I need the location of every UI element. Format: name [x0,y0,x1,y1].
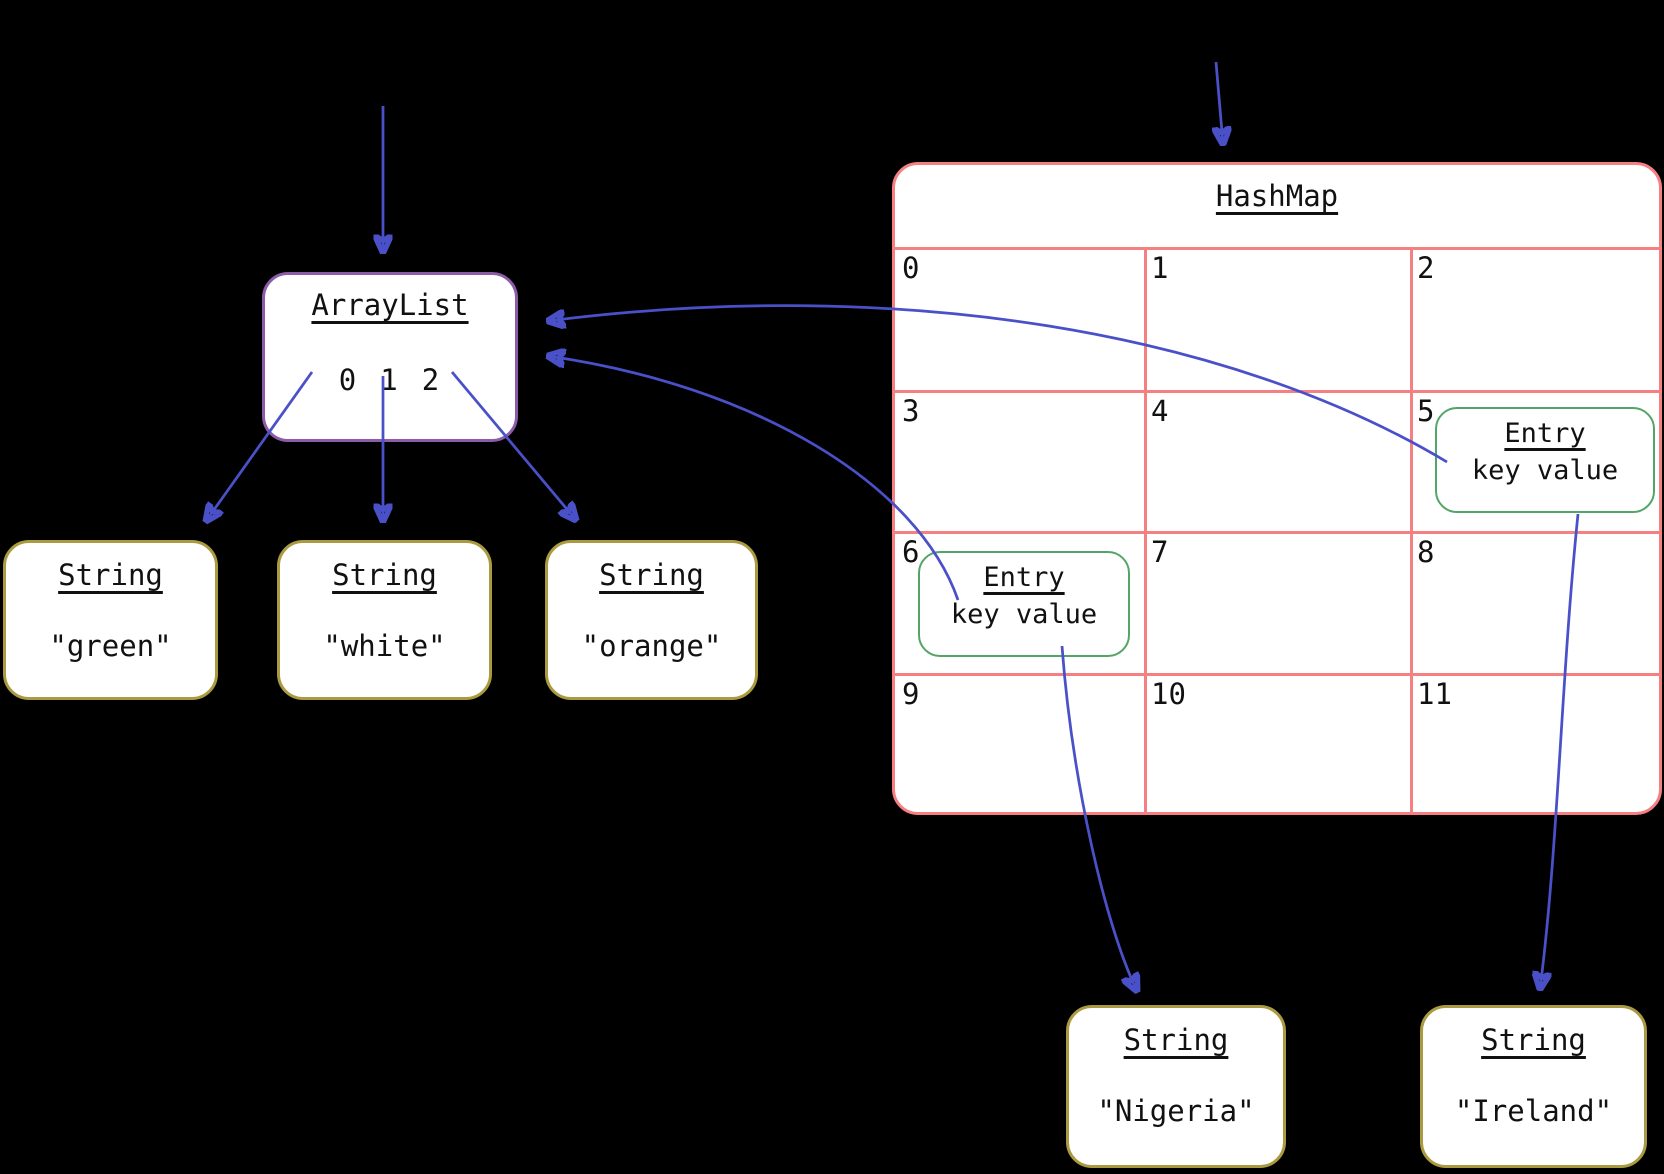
string-title: String [1123,1023,1229,1057]
string-title: String [599,558,704,592]
bucket-label-4: 4 [1151,394,1169,428]
string-box-nigeria: String "Nigeria" [1066,1005,1286,1168]
bucket-label-7: 7 [1151,535,1169,569]
string-value: "Ireland" [1454,1094,1613,1128]
string-value: "green" [49,629,172,663]
string-title: String [58,558,163,592]
string-title: String [1481,1023,1586,1057]
bucket-label-6: 6 [902,535,920,569]
bucket-label-1: 1 [1151,251,1169,285]
arraylist-index-0: 0 [338,363,359,397]
arraylist-index-2: 2 [421,363,442,397]
string-box-orange: String "orange" [545,540,758,700]
string-value: "Nigeria" [1097,1094,1255,1128]
string-box-white: String "white" [277,540,492,700]
bucket-label-8: 8 [1417,535,1435,569]
bucket-label-11: 11 [1417,677,1452,711]
entry-title: Entry [1504,418,1586,449]
bucket-label-3: 3 [902,394,920,428]
bucket-label-10: 10 [1151,677,1186,711]
hashmap-box: HashMap 0 1 2 3 4 5 6 7 8 9 10 11 Entry … [892,162,1662,815]
arraylist-title: ArrayList [311,288,469,322]
bucket-label-2: 2 [1417,251,1435,285]
entry-box-bucket-5: Entry key value [1435,407,1655,513]
entry-key-value: key value [1471,455,1619,486]
hashmap-grid-col-divider [1144,247,1147,812]
arrow-variable-to-hashmap [1216,61,1223,144]
bucket-label-5: 5 [1417,394,1435,428]
hashmap-grid-col-divider [1410,247,1413,812]
string-title: String [332,558,437,592]
string-box-green: String "green" [3,540,218,700]
hashmap-grid-row-divider [895,531,1659,534]
hashmap-title: HashMap [1215,179,1339,213]
hashmap-grid-row-divider [895,390,1659,393]
string-box-ireland: String "Ireland" [1420,1005,1647,1168]
arraylist-index-1: 1 [380,363,400,397]
string-value: "orange" [581,629,722,663]
hashmap-grid-row-divider [895,673,1659,676]
bucket-label-9: 9 [902,677,920,711]
string-value: "white" [323,629,446,663]
entry-box-bucket-6: Entry key value [918,551,1130,657]
entry-key-value: key value [950,599,1098,630]
entry-title: Entry [983,562,1065,593]
hashmap-grid-row-divider [895,247,1659,250]
bucket-label-0: 0 [902,251,920,285]
